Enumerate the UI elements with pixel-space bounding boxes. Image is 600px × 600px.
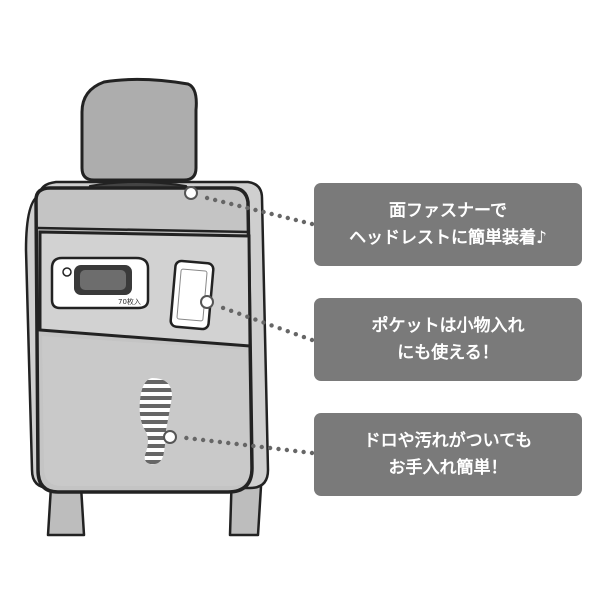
leader-dot bbox=[221, 199, 226, 205]
leader-dot bbox=[309, 450, 315, 456]
leader-dot bbox=[237, 311, 242, 316]
leader-dot bbox=[228, 308, 234, 314]
callout-easy-clean: ドロや汚れがついても お手入れ簡単！ bbox=[314, 413, 582, 496]
footprint-icon bbox=[139, 378, 172, 465]
leader-dot bbox=[293, 448, 298, 454]
smartphone-icon bbox=[169, 259, 215, 331]
leader-dot bbox=[192, 436, 197, 442]
callout-pocket: ポケットは小物入れ にも使える！ bbox=[314, 298, 582, 381]
leader-dot bbox=[277, 213, 282, 219]
callout-3-line-2: お手入れ簡単！ bbox=[388, 457, 508, 478]
wet-wipes-icon: 70枚入 bbox=[50, 256, 150, 310]
leader-dot bbox=[301, 449, 306, 455]
leader-dot bbox=[253, 317, 258, 322]
leader-dot bbox=[285, 329, 290, 334]
leader-dot bbox=[285, 215, 290, 221]
leader-dot bbox=[209, 438, 214, 444]
leader-dot bbox=[212, 197, 218, 203]
leader-dot bbox=[259, 444, 264, 450]
leader-dot bbox=[220, 305, 226, 311]
leader-dot bbox=[253, 207, 258, 213]
leader-dot bbox=[301, 334, 307, 340]
leader-dot bbox=[293, 331, 299, 337]
callout-2-line-2: にも使える！ bbox=[397, 342, 499, 363]
leader-dot bbox=[245, 205, 250, 211]
leader-dot bbox=[276, 446, 281, 452]
leader-dot bbox=[261, 209, 266, 215]
seat-cover bbox=[34, 186, 254, 494]
leader-dot bbox=[229, 201, 234, 207]
leader-dot bbox=[309, 337, 315, 343]
leader-dot bbox=[284, 447, 290, 453]
leader-lines bbox=[163, 186, 315, 456]
leader-dot bbox=[309, 221, 315, 227]
leader-dot bbox=[301, 219, 307, 225]
leader-dot bbox=[245, 314, 250, 319]
leader-dot bbox=[217, 439, 223, 445]
callout-3-line-1: ドロや汚れがついても bbox=[363, 430, 533, 451]
wipes-label: 70枚入 bbox=[118, 297, 141, 306]
callout-2-line-1: ポケットは小物入れ bbox=[371, 315, 525, 336]
leader-dot bbox=[277, 326, 282, 331]
leader-dot bbox=[204, 195, 210, 201]
leader-dot bbox=[226, 440, 231, 446]
leader-dot bbox=[293, 217, 299, 223]
callout-1-line-2: ヘッドレストに簡単装着♪ bbox=[349, 227, 547, 248]
leader-dot bbox=[261, 320, 266, 325]
leader-dot bbox=[237, 203, 242, 209]
leader-dot bbox=[267, 445, 273, 451]
headrest bbox=[80, 77, 198, 199]
leader-dot bbox=[251, 443, 256, 449]
leader-dot bbox=[184, 435, 189, 441]
leader-dot bbox=[269, 323, 274, 328]
leader-dot bbox=[200, 437, 206, 443]
leader-dot bbox=[242, 442, 248, 448]
callout-headrest-attach: 面ファスナーで ヘッドレストに簡単装着♪ bbox=[314, 183, 582, 266]
leader-dot bbox=[269, 211, 274, 217]
callout-1-line-1: 面ファスナーで bbox=[389, 200, 507, 221]
leader-dot bbox=[234, 441, 239, 447]
